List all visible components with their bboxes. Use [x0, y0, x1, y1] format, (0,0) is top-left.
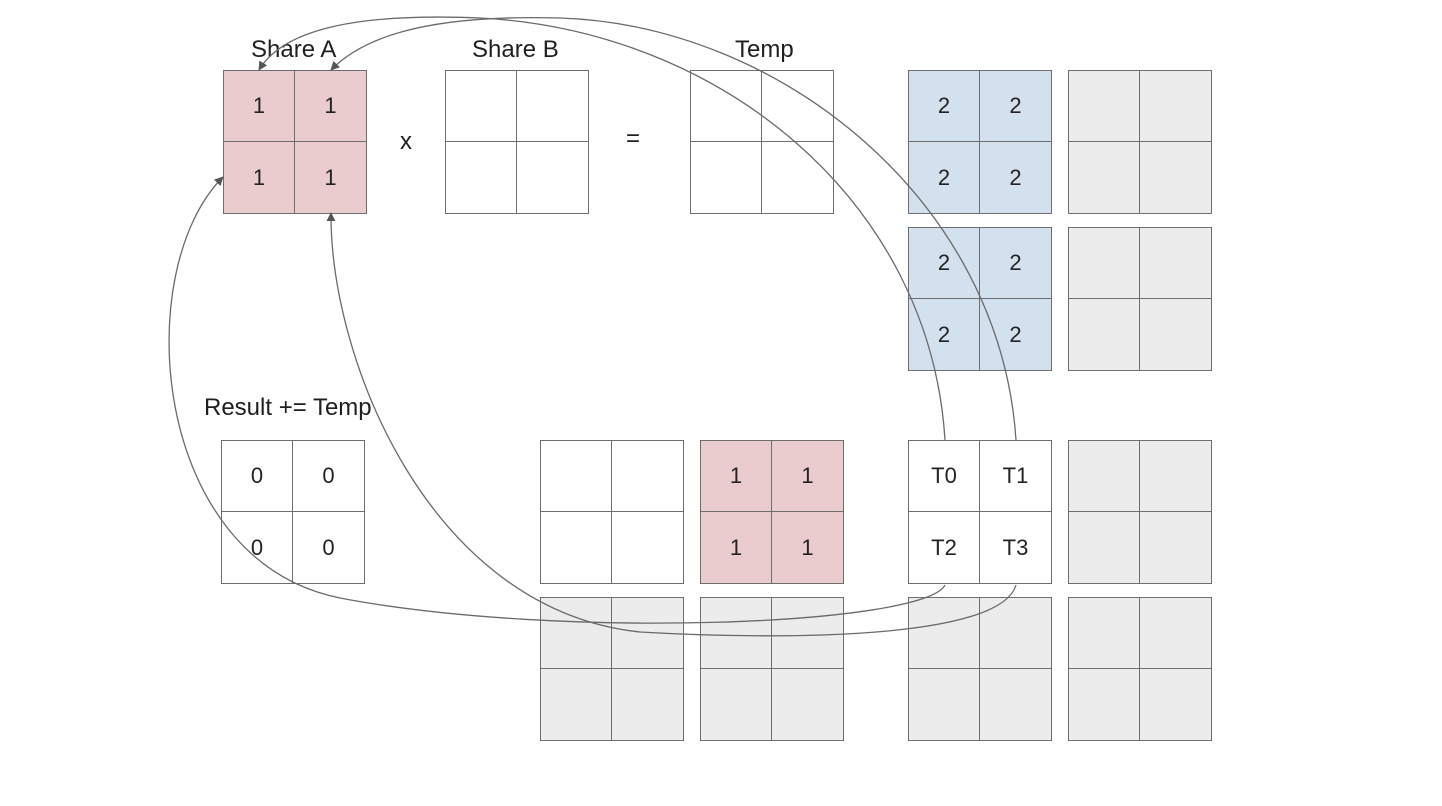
partial-cell: 2: [909, 142, 980, 213]
share-a-label: Share A: [251, 36, 337, 63]
inactive-cell: [909, 598, 980, 669]
inactive-cell: [1069, 142, 1140, 213]
share-tile-cell: 1: [772, 441, 843, 512]
inactive-tile: [1068, 440, 1212, 584]
inactive-cell: [1140, 598, 1211, 669]
thread-tile: T0 T1 T2 T3: [908, 440, 1052, 584]
empty-tile: [540, 440, 684, 584]
inactive-cell: [1140, 228, 1211, 299]
inactive-cell: [772, 669, 843, 740]
equals-operator: =: [626, 125, 641, 152]
temp-cell: [762, 142, 833, 213]
inactive-cell: [1140, 669, 1211, 740]
share-a-cell: 1: [224, 142, 295, 213]
inactive-tile: [700, 597, 844, 741]
empty-cell: [612, 512, 683, 583]
share-tile-cell: 1: [801, 534, 814, 560]
share-b-cell: [446, 142, 517, 213]
inactive-cell: [1140, 299, 1211, 370]
result-label: Result += Temp: [204, 394, 372, 421]
result-cell: 0: [322, 534, 335, 560]
inactive-cell: [909, 669, 980, 740]
share-tile: 1 1 1 1: [700, 440, 844, 584]
partial-cell: 2: [1009, 164, 1022, 190]
result-matrix: 0 0 0 0: [221, 440, 365, 584]
temp-matrix: [690, 70, 834, 214]
inactive-cell: [541, 598, 612, 669]
empty-cell: [612, 441, 683, 512]
inactive-tile: [540, 597, 684, 741]
share-a-cell: 1: [295, 71, 366, 142]
result-cell: 0: [222, 441, 293, 512]
share-a-matrix: 1 1 1 1: [223, 70, 367, 214]
inactive-cell: [541, 669, 612, 740]
inactive-cell: [1069, 71, 1140, 142]
share-b-cell: [446, 71, 517, 142]
inactive-cell: [1069, 598, 1140, 669]
partial-cell: 2: [909, 71, 980, 142]
temp-cell: [691, 142, 762, 213]
inactive-cell: [612, 598, 683, 669]
share-tile-cell: 1: [701, 441, 772, 512]
partial-cell: 2: [909, 299, 980, 370]
inactive-cell: [1140, 512, 1211, 583]
inactive-cell: [1069, 228, 1140, 299]
inactive-cell: [1140, 142, 1211, 213]
inactive-cell: [1069, 299, 1140, 370]
partial-tile-top: 2 2 2 2: [908, 70, 1052, 214]
inactive-cell: [1140, 441, 1211, 512]
temp-cell: [691, 71, 762, 142]
partial-tile-bottom: 2 2 2 2: [908, 227, 1052, 371]
thread-cell-t1: T1: [980, 441, 1051, 512]
thread-cell-t2: T2: [909, 512, 980, 583]
thread-cell-t3: T3: [1002, 534, 1029, 560]
empty-cell: [541, 441, 612, 512]
inactive-tile: [1068, 597, 1212, 741]
inactive-cell: [701, 598, 772, 669]
inactive-cell: [1069, 441, 1140, 512]
inactive-tile: [1068, 227, 1212, 371]
empty-cell: [541, 512, 612, 583]
inactive-cell: [980, 669, 1051, 740]
inactive-cell: [701, 669, 772, 740]
inactive-cell: [1069, 669, 1140, 740]
partial-cell: 2: [980, 71, 1051, 142]
share-b-label: Share B: [472, 36, 559, 63]
partial-cell: 2: [980, 228, 1051, 299]
inactive-cell: [1069, 512, 1140, 583]
partial-cell: 2: [909, 228, 980, 299]
result-cell: 0: [222, 512, 293, 583]
share-a-cell: 1: [224, 71, 295, 142]
result-cell: 0: [293, 441, 364, 512]
share-tile-cell: 1: [701, 512, 772, 583]
share-b-matrix: [445, 70, 589, 214]
inactive-cell: [612, 669, 683, 740]
temp-cell: [762, 71, 833, 142]
inactive-cell: [980, 598, 1051, 669]
inactive-tile: [908, 597, 1052, 741]
thread-cell-t0: T0: [909, 441, 980, 512]
temp-label: Temp: [735, 36, 794, 63]
share-b-cell: [517, 142, 588, 213]
partial-cell: 2: [1009, 321, 1022, 347]
share-a-cell: 1: [324, 164, 337, 190]
share-b-cell: [517, 71, 588, 142]
inactive-tile: [1068, 70, 1212, 214]
multiply-operator: x: [400, 128, 412, 155]
inactive-cell: [772, 598, 843, 669]
inactive-cell: [1140, 71, 1211, 142]
